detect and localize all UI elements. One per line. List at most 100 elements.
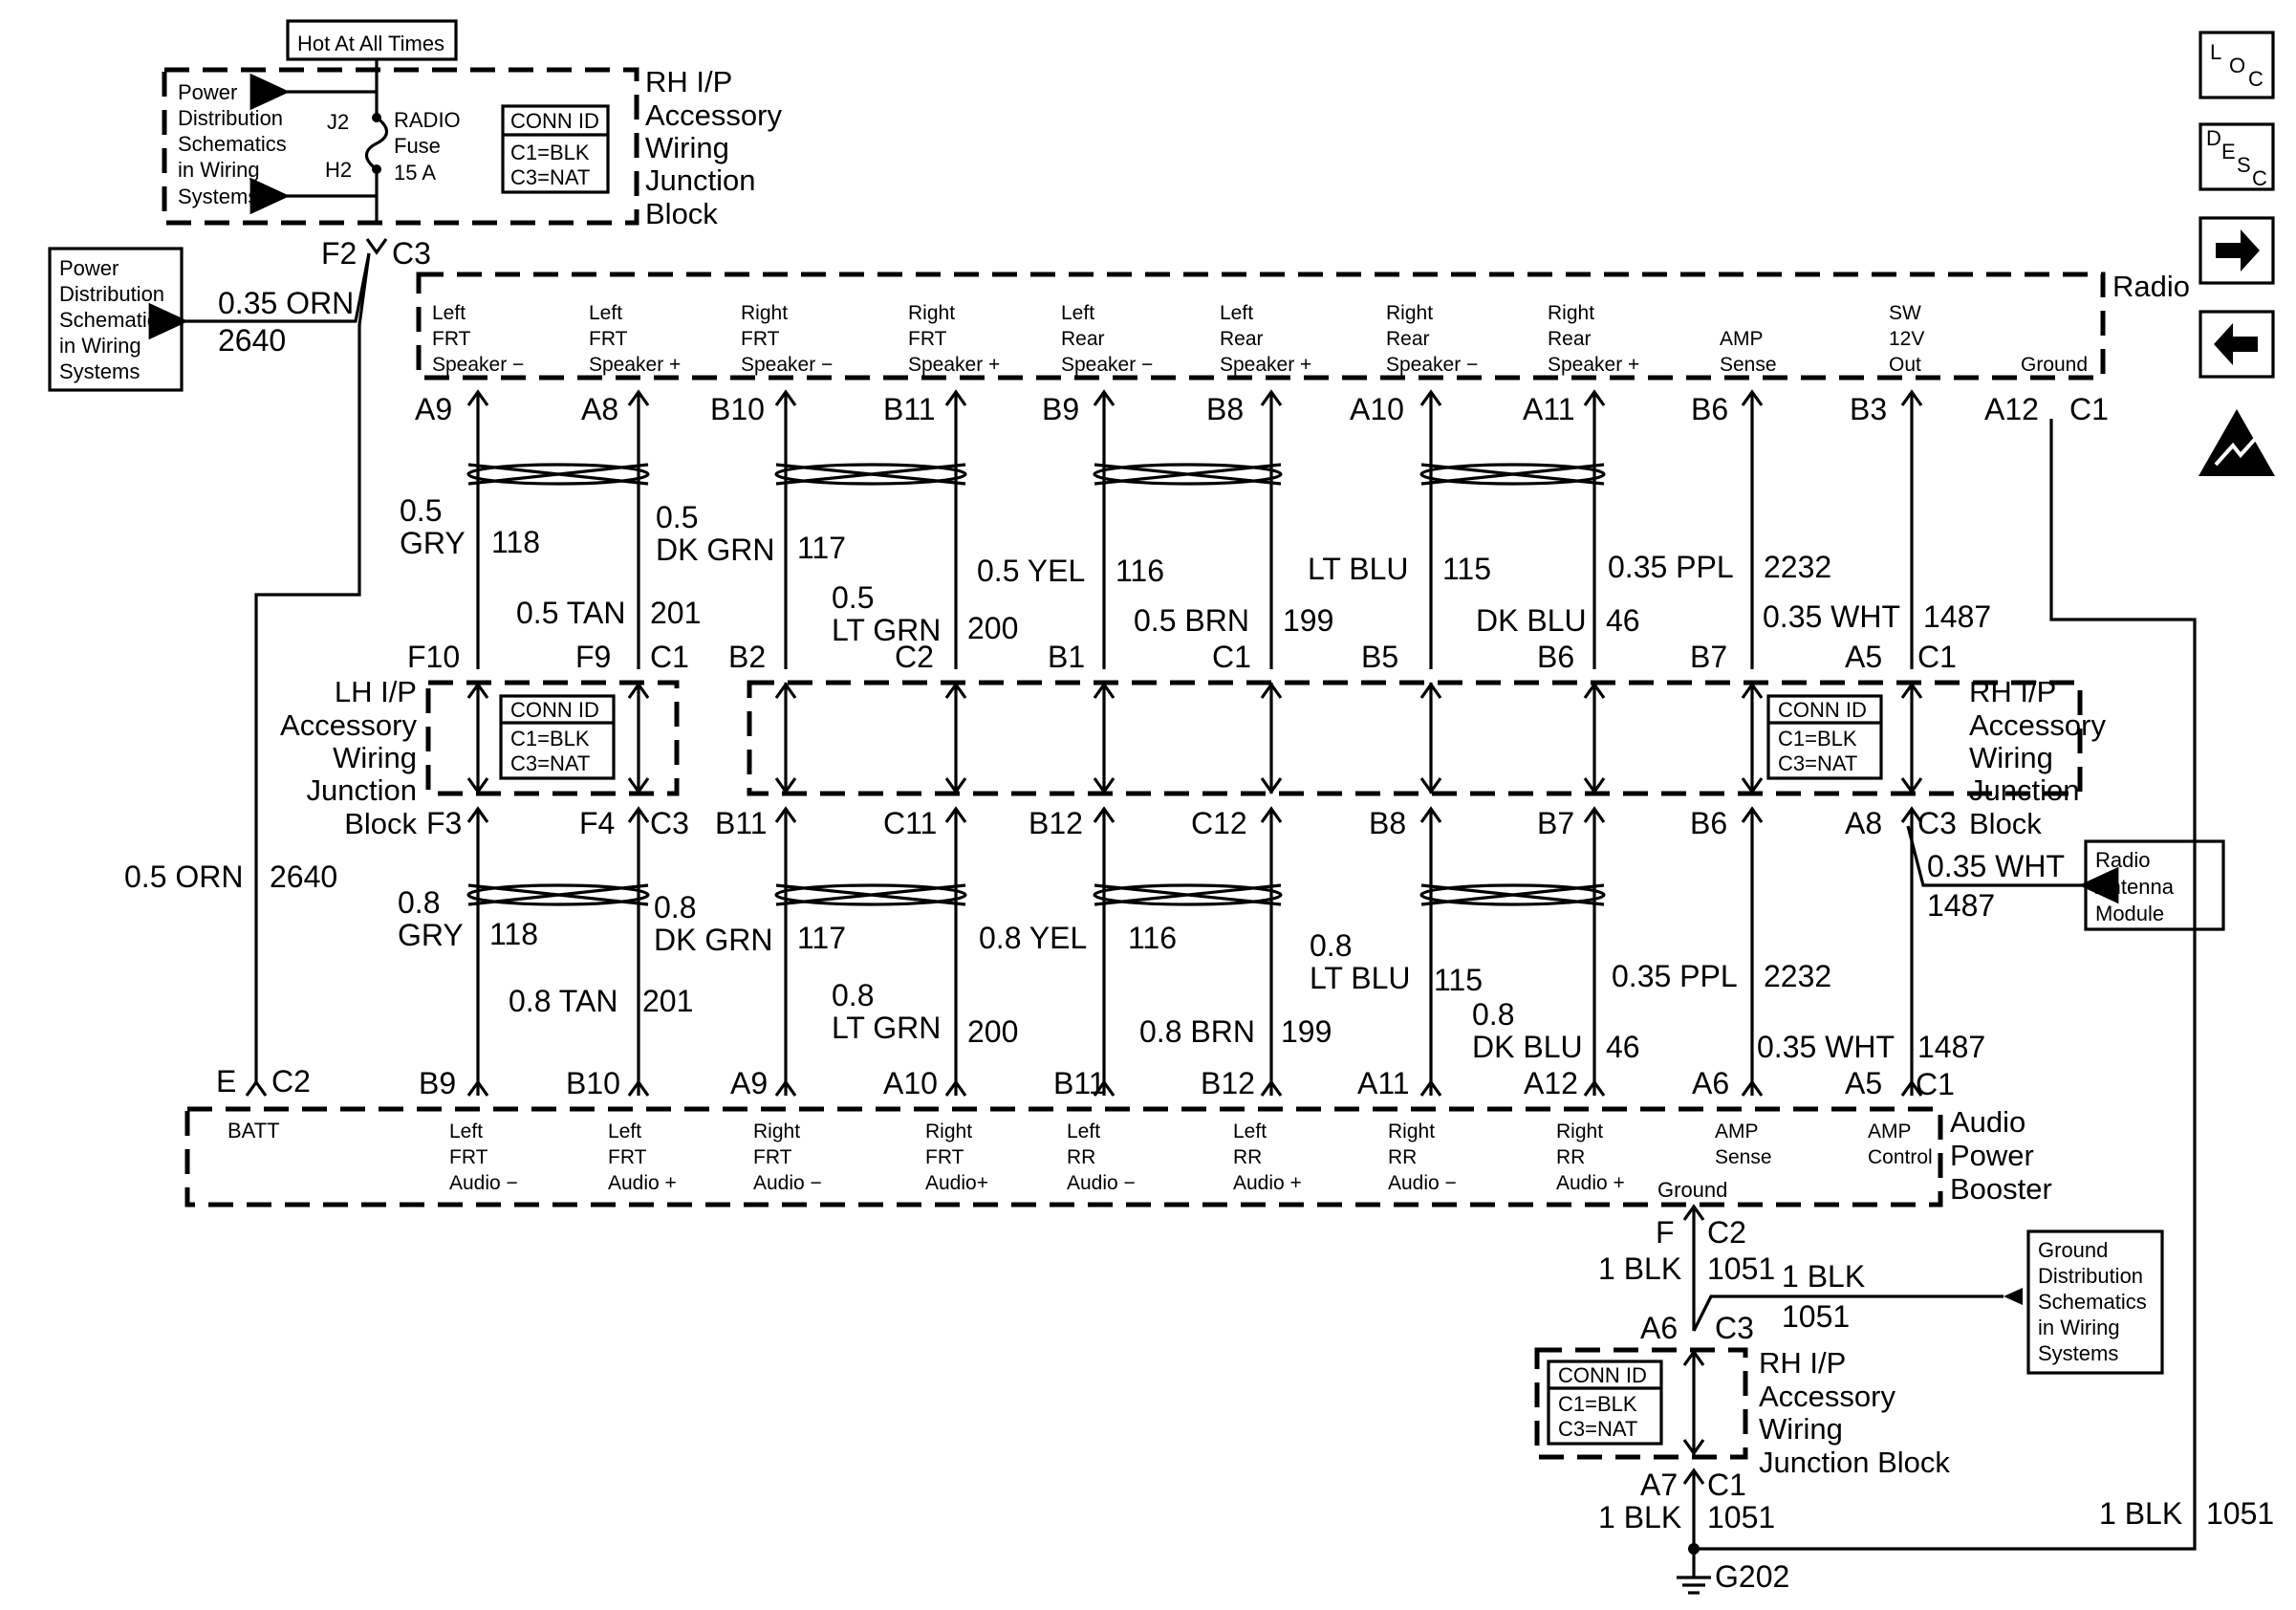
- radio-pin-name: SW: [1889, 302, 1921, 324]
- ground-circuit: F C2 1 BLK 1051 1 BLK 1051 Ground Distri…: [1534, 419, 2274, 1595]
- svg-text:CONN ID: CONN ID: [510, 698, 599, 722]
- junction-top-pin: C1: [1212, 640, 1251, 674]
- upper-wire-size: 0.35 PPL: [1608, 550, 1734, 584]
- radio-pin-number: B6: [1691, 392, 1728, 426]
- upper-wire-circuit: 199: [1283, 603, 1333, 638]
- prev-arrow-icon[interactable]: [2199, 310, 2275, 379]
- amp-pin-symbol: [466, 1079, 489, 1097]
- junction-top-pin: B5: [1361, 640, 1398, 674]
- junction-out-pin-symbol: [466, 806, 489, 823]
- rh-junction-name: RH I/P Accessory Wiring Junction Block: [1969, 675, 2106, 840]
- twisted-pair-symbol: [774, 883, 967, 906]
- lower-wire-circuit: 2232: [1764, 959, 1831, 993]
- amp-pin-number: A5: [1845, 1066, 1882, 1100]
- radio-pin-name: Rear: [1061, 328, 1105, 350]
- amp-pin-number: A10: [883, 1066, 938, 1100]
- lower-wire-circuit: 117: [797, 921, 846, 955]
- lower-wire-size: LT GRN: [832, 1011, 941, 1045]
- svg-text:Block: Block: [344, 807, 417, 840]
- radio-pin-name: Speaker −: [741, 354, 833, 376]
- amp-pin-symbol: [1741, 1079, 1764, 1097]
- amp-pin-name: Sense: [1715, 1146, 1772, 1168]
- amp-outline: [184, 1106, 1943, 1208]
- radio-pin-name: Ground: [2021, 354, 2088, 376]
- amp-pin-name: Audio −: [449, 1172, 518, 1194]
- amp-pin-name: RR: [1556, 1146, 1585, 1168]
- svg-text:Accessory: Accessory: [1759, 1380, 1895, 1413]
- radio-pin-number: A11: [1523, 392, 1575, 426]
- junction-out-pin-symbol: [1419, 806, 1442, 823]
- radio-pin-symbol: [1419, 389, 1442, 406]
- ground-right-size: 1 BLK: [2099, 1496, 2182, 1531]
- radio-pin-number: B9: [1042, 392, 1079, 426]
- ground-junction-outline: [1534, 1347, 1748, 1460]
- amp-pin-name: Left: [608, 1120, 641, 1142]
- amp-pin-name: Left: [1067, 1120, 1100, 1142]
- svg-text:RH I/P: RH I/P: [645, 65, 732, 98]
- upper-wire-size: DK GRN: [656, 533, 774, 567]
- svg-text:Schematics: Schematics: [59, 308, 168, 332]
- amp-pin-number: A6: [1692, 1066, 1729, 1100]
- svg-text:Wiring: Wiring: [1969, 741, 2053, 774]
- top-junction-name: RH I/P Accessory Wiring Junction Block: [645, 65, 782, 230]
- radio-outline: [416, 272, 2106, 381]
- lower-wire-circuit: 46: [1606, 1030, 1640, 1064]
- top-output-pin-symbol: [365, 238, 388, 255]
- radio-pin-name: Left: [1220, 302, 1253, 324]
- lower-wire-circuit: 1487: [1917, 1030, 1985, 1064]
- svg-text:Block: Block: [1969, 807, 2042, 840]
- desc-icon[interactable]: D E S C: [2199, 122, 2275, 191]
- amp-pin-name: Audio −: [1388, 1172, 1457, 1194]
- svg-text:Power: Power: [1950, 1139, 2034, 1172]
- svg-text:Junction: Junction: [307, 773, 417, 807]
- junction-out-pin-symbol: [944, 806, 967, 823]
- amp-pin-name: Left: [1233, 1120, 1267, 1142]
- ground-wire2-size: 1 BLK: [1598, 1500, 1681, 1534]
- amp-pin-symbol: [1260, 1079, 1283, 1097]
- svg-text:C3=NAT: C3=NAT: [1558, 1417, 1637, 1441]
- svg-text:Wiring: Wiring: [333, 741, 417, 774]
- junction-out-pin-symbol: [627, 806, 650, 823]
- svg-text:Junction: Junction: [1969, 773, 2079, 807]
- upper-wire-size: 0.5 TAN: [516, 596, 625, 630]
- next-arrow-icon[interactable]: [2199, 216, 2275, 285]
- ground-dist-wire: [1692, 1295, 2004, 1332]
- twisted-pair-cross: [775, 463, 966, 486]
- amp-pin-name: FRT: [449, 1146, 488, 1168]
- radio-pin-name: Right: [741, 302, 788, 324]
- top-junction-block: Hot At All Times Power Distribution Sche…: [162, 19, 782, 271]
- amp-batt-label: BATT: [227, 1119, 280, 1142]
- svg-text:Systems: Systems: [59, 359, 140, 383]
- svg-text:CONN ID: CONN ID: [1778, 698, 1867, 722]
- junction-bottom-pin: B8: [1369, 806, 1406, 840]
- lower-wire-circuit: 201: [642, 984, 693, 1018]
- svg-text:CONN ID: CONN ID: [510, 109, 599, 133]
- svg-text:L: L: [2210, 40, 2221, 64]
- ground-wire2-pin-symbol: [1682, 1468, 1705, 1485]
- svg-text:O: O: [2229, 54, 2245, 77]
- amp-pin-name: RR: [1233, 1146, 1262, 1168]
- radio-pin-name: FRT: [908, 328, 947, 350]
- twisted-pair-symbol: [1093, 883, 1283, 906]
- svg-text:LH I/P: LH I/P: [335, 675, 417, 708]
- amp-pin-symbol: [1093, 1079, 1116, 1097]
- loc-icon[interactable]: L O C: [2199, 31, 2275, 99]
- lh-conn-id-box: CONN ID C1=BLK C3=NAT: [499, 694, 616, 780]
- junction-top-pin: B7: [1690, 640, 1727, 674]
- twisted-pair-cross: [1094, 463, 1282, 486]
- radio-pin-number: A8: [581, 392, 618, 426]
- svg-text:RH I/P: RH I/P: [1969, 675, 2056, 708]
- batt-pin-symbol: [245, 1079, 268, 1097]
- radio-pin-name: Left: [589, 302, 622, 324]
- svg-text:C1=BLK: C1=BLK: [510, 141, 590, 164]
- lower-wire-size: 0.35 WHT: [1757, 1030, 1895, 1064]
- fuse-name: RADIO: [394, 108, 461, 132]
- amp-pin-number: B9: [419, 1066, 456, 1100]
- lower-wire-size: 0.8: [654, 890, 696, 925]
- radio-pin-number: B11: [883, 392, 936, 426]
- radio-pin-name: Speaker +: [1548, 354, 1639, 376]
- radio-pin-name: Right: [1548, 302, 1594, 324]
- svg-text:in Wiring: in Wiring: [178, 158, 260, 182]
- ground-conn-c2: C2: [1707, 1215, 1746, 1250]
- pin-j2: J2: [327, 110, 349, 134]
